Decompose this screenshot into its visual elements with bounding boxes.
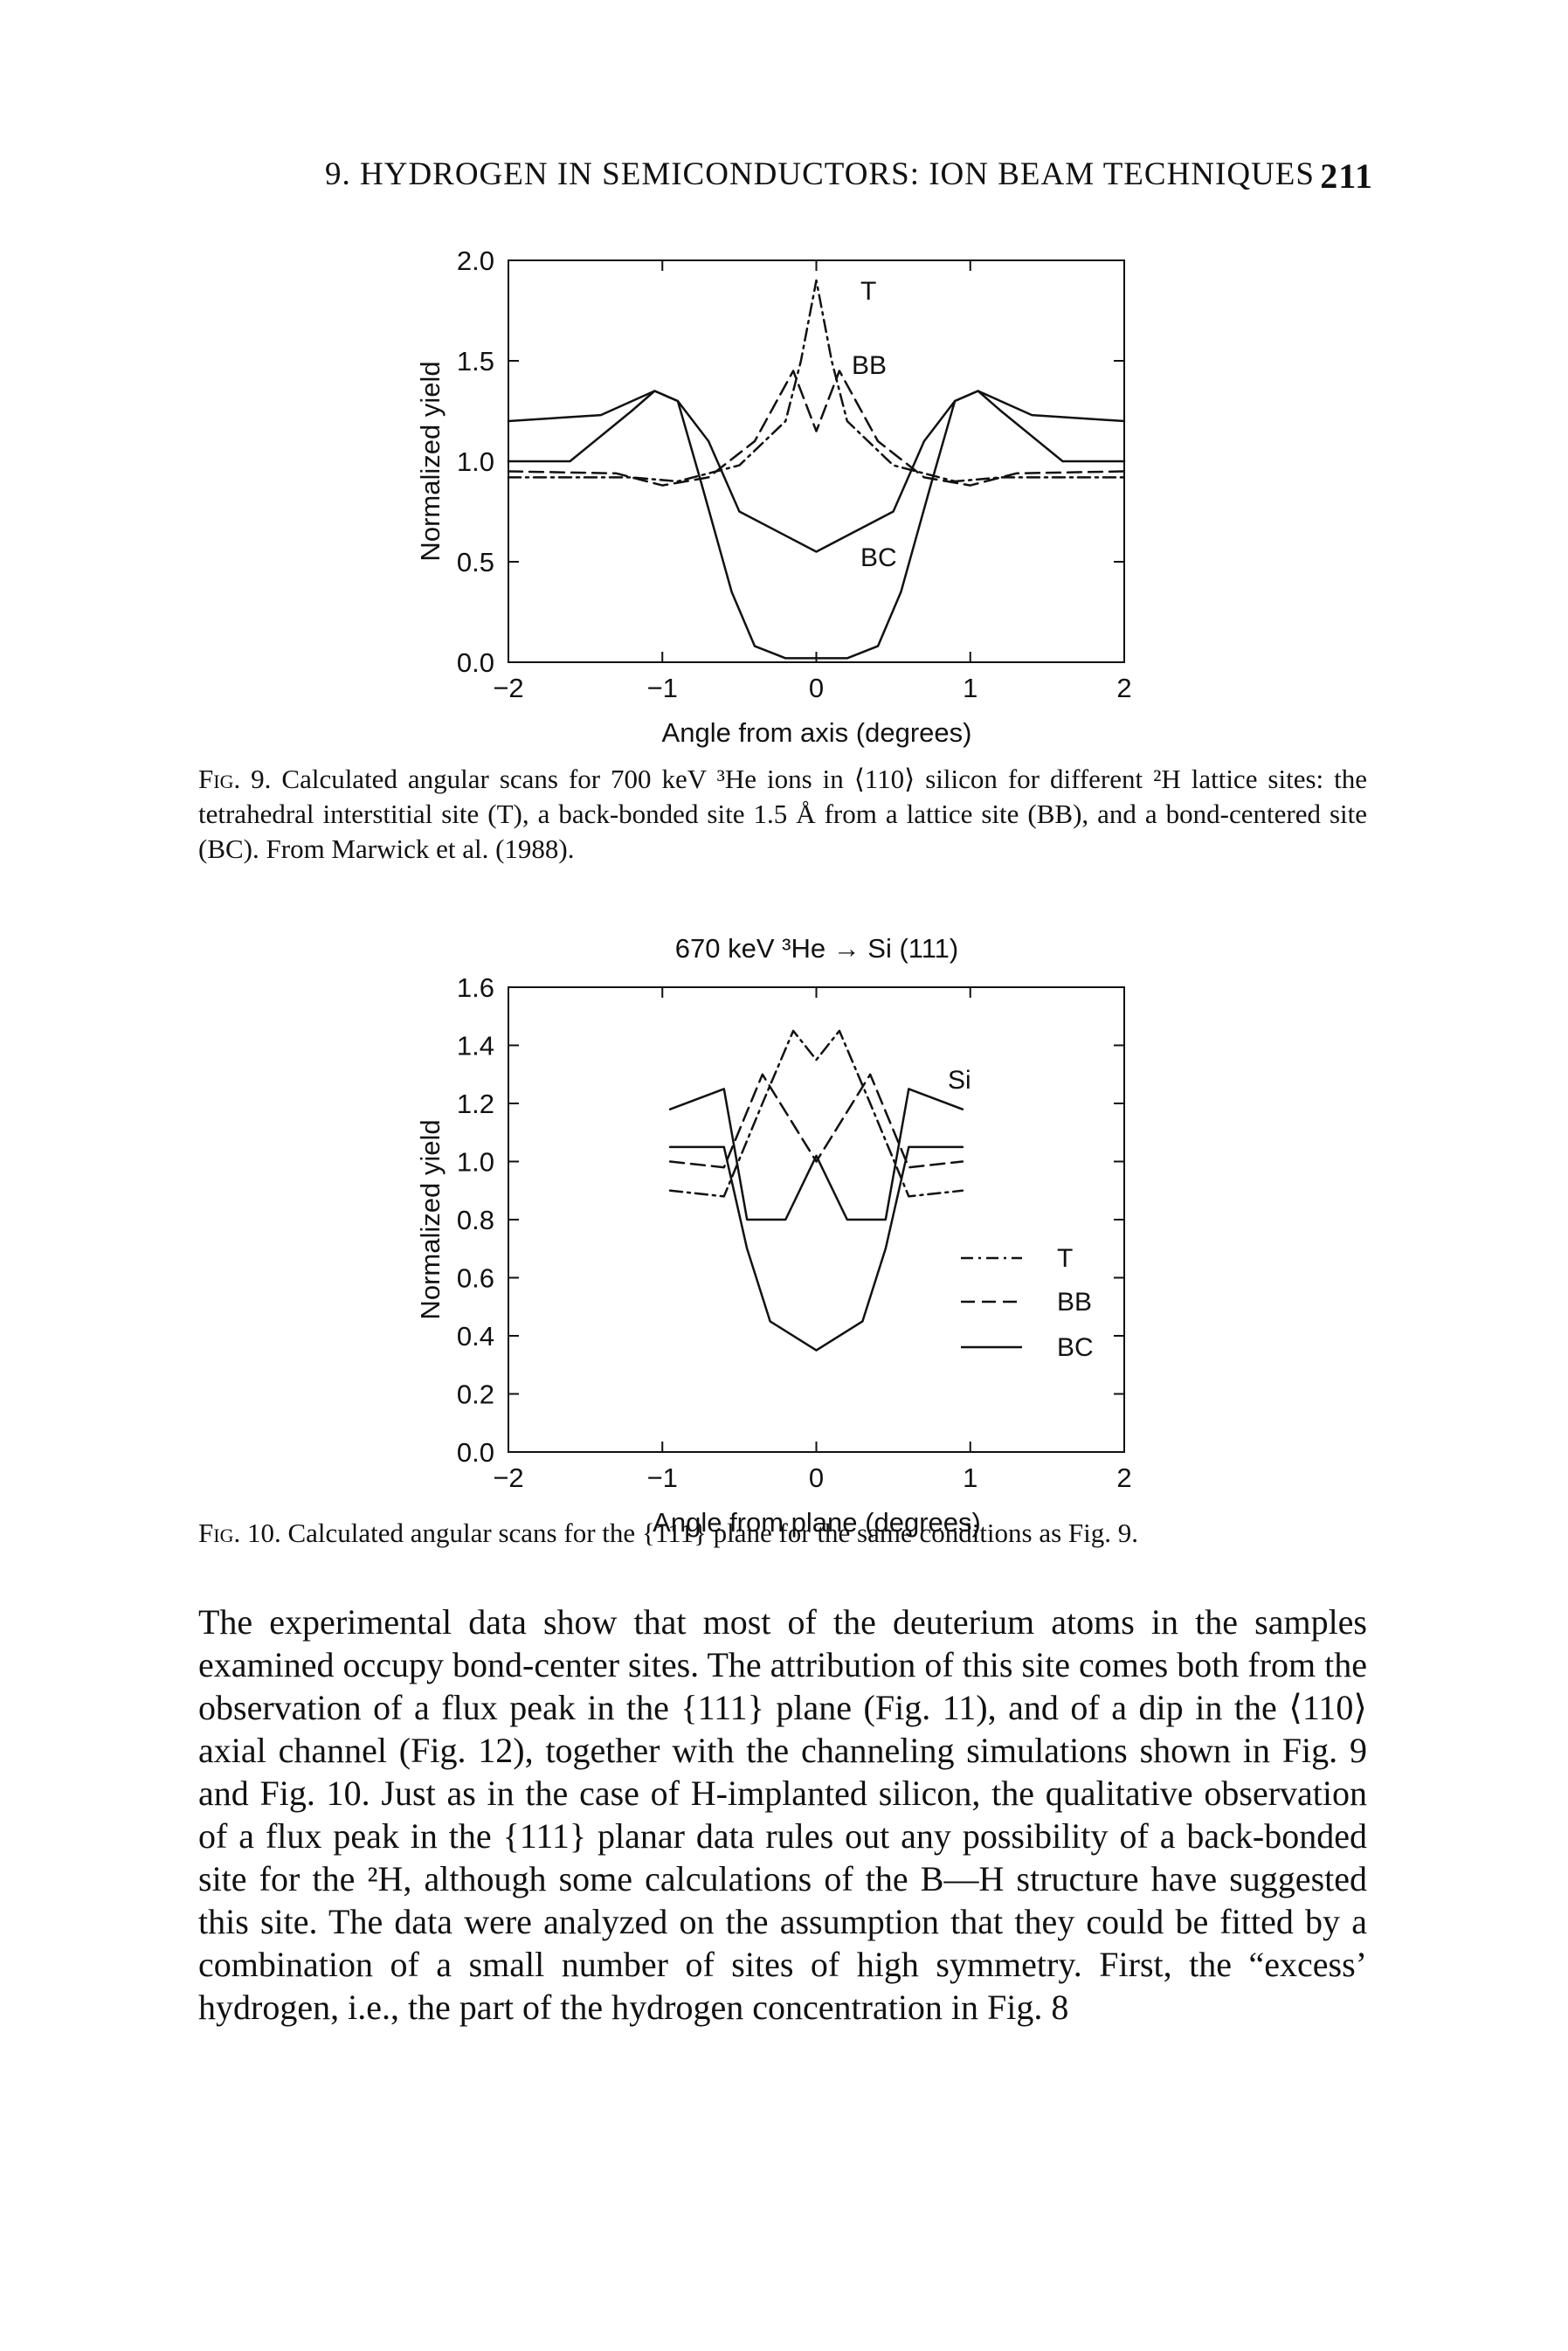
fig9-ytick-label-4: 2.0 — [457, 245, 494, 276]
fig9-xtick-label-2: 0 — [809, 673, 824, 703]
fig10-ytick-label-7: 1.4 — [457, 1031, 494, 1061]
fig10-ytick-label-6: 1.2 — [457, 1089, 494, 1119]
fig10-ylabel: Normalized yield — [415, 1119, 446, 1319]
fig9-series-bc — [507, 390, 1126, 553]
fig9-series — [507, 279, 1126, 660]
figure-10-caption-text: Calculated angular scans for the {111} p… — [287, 1518, 1139, 1548]
figure-10-caption-label: Fig. 10. — [198, 1518, 281, 1548]
fig10-ytick-label-0: 0.0 — [457, 1437, 494, 1468]
fig9-label-t: T — [860, 277, 876, 306]
fig10-legend: T BB BC — [961, 1244, 1094, 1362]
running-title: 9. HYDROGEN IN SEMICONDUCTORS: ION BEAM … — [325, 156, 1315, 192]
figure-9-caption-text: Calculated angular scans for 700 keV ³He… — [198, 764, 1367, 864]
fig9-series-bb — [507, 370, 1126, 487]
fig9-xtick-label-0: −2 — [493, 673, 523, 703]
fig10-xtick-label-4: 2 — [1116, 1462, 1131, 1493]
figure-10-chart: −2 −1 0 1 2 0.0 0.2 0.4 0.6 0.8 1.0 1.2 1.4 1.6 670 k… — [415, 933, 1132, 1538]
body-paragraph: The experimental data show that most of … — [198, 1602, 1367, 2027]
fig10-legend-bb-label: BB — [1057, 1288, 1092, 1317]
fig9-xtick-label-4: 2 — [1116, 673, 1131, 703]
fig10-series-t — [668, 1029, 964, 1198]
fig9-ticks: −2 −1 0 1 2 0.0 0.5 1.0 1.5 2.0 — [457, 245, 1132, 703]
fig10-ytick-label-3: 0.6 — [457, 1263, 494, 1294]
fig10-title: 670 keV ³He → Si (111) — [675, 933, 959, 964]
fig10-series-si — [668, 1088, 964, 1221]
figure-9-caption-label: Fig. 9. — [198, 764, 272, 794]
fig10-legend-t-label: T — [1057, 1244, 1073, 1273]
fig10-series — [668, 1029, 964, 1352]
fig10-label-si: Si — [948, 1066, 971, 1095]
fig10-legend-bc-label: BC — [1057, 1333, 1094, 1362]
fig10-plot-frame — [508, 986, 1125, 1453]
fig9-xlabel: Angle from axis (degrees) — [662, 717, 972, 748]
fig9-xtick-label-1: −1 — [647, 673, 678, 703]
fig10-ytick-label-8: 1.6 — [457, 972, 494, 1003]
fig9-ylabel: Normalized yield — [415, 361, 446, 561]
fig9-ytick-label-1: 0.5 — [457, 547, 494, 577]
fig9-ytick-label-2: 1.0 — [457, 446, 494, 477]
fig9-series-t — [507, 279, 1126, 483]
fig10-xtick-label-2: 0 — [809, 1462, 824, 1493]
fig10-ticks: −2 −1 0 1 2 0.0 0.2 0.4 0.6 0.8 1.0 1.2 1.4 1.6 — [457, 972, 1132, 1493]
page-number: 211 — [1320, 156, 1373, 196]
running-header: 9. HYDROGEN IN SEMICONDUCTORS: ION BEAM … — [325, 156, 1373, 208]
figure-9-caption: Fig. 9. Calculated angular scans for 700… — [198, 762, 1367, 867]
fig10-series-bb — [668, 1073, 964, 1169]
fig10-ytick-label-4: 0.8 — [457, 1205, 494, 1235]
fig10-ytick-label-5: 1.0 — [457, 1147, 494, 1178]
fig9-series-curve-3 — [507, 390, 1126, 660]
fig9-xtick-label-3: 1 — [963, 673, 977, 703]
fig9-ytick-label-3: 1.5 — [457, 346, 494, 377]
fig9-label-bb: BB — [852, 351, 887, 380]
fig10-ytick-label-1: 0.2 — [457, 1379, 494, 1410]
fig10-xlabel: Angle from plane (degrees) — [653, 1507, 981, 1538]
fig9-ytick-label-0: 0.0 — [457, 647, 494, 678]
fig10-xtick-label-1: −1 — [647, 1462, 678, 1493]
fig9-label-bc: BC — [860, 543, 897, 572]
fig10-xtick-label-3: 1 — [963, 1462, 977, 1493]
fig10-series-bc — [668, 1145, 964, 1352]
fig9-plot-frame — [508, 259, 1125, 663]
fig10-xtick-label-0: −2 — [493, 1462, 523, 1493]
figure-10-caption: Fig. 10. Calculated angular scans for th… — [198, 1516, 1367, 1551]
fig10-ytick-label-2: 0.4 — [457, 1321, 494, 1352]
